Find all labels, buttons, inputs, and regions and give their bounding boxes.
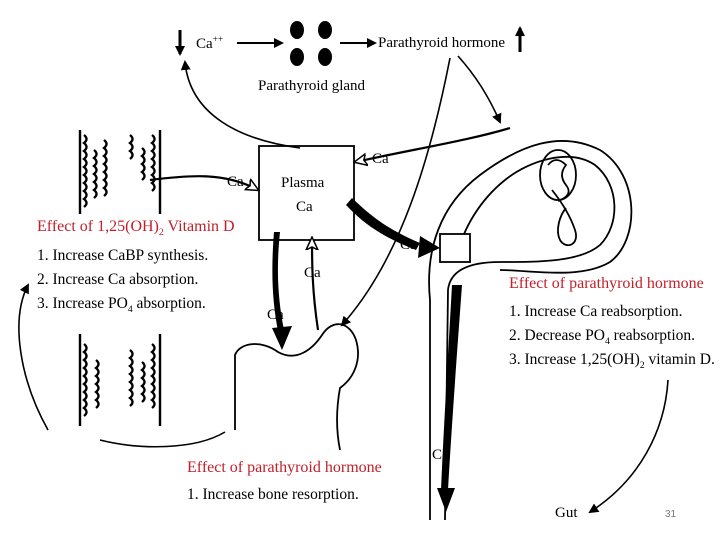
vitamin-d-item-1: 1. Increase CaBP synthesis. [37,247,209,264]
plasma-to-kidney-arrow [346,198,420,250]
intestine-villi-bottom [78,334,162,426]
bone-to-plasma-arrow [312,238,320,331]
ca-filtration-label: Ca [400,237,417,253]
intestine-villi-top [78,130,162,214]
vitamin-d-loop-arrow [18,283,49,431]
ca-bone-release-label: Ca [304,265,321,281]
kidney-pth-item-3: 3. Increase 1,25(OH)2 vitamin D. [509,351,715,372]
nephron-tubule-end [439,233,471,263]
bone-pth-title: Effect of parathyroid hormone [187,459,382,476]
bone-shape [234,323,359,451]
parathyroid-gland-icon [290,21,332,66]
plasma-box [258,145,355,241]
kidney-pth-title: Effect of parathyroid hormone [509,275,704,292]
ca-intestine-label: Ca [227,174,244,190]
bone-curve-arrow [99,431,226,448]
plasma-to-bone-arrowhead [272,326,292,350]
kidney-to-gut-arrow [441,285,462,490]
ca-bone-deposit-label: Ca [267,307,284,323]
intestine-to-plasma-arrow [149,175,258,190]
pth-label: Parathyroid hormone [378,35,506,51]
gut-arrow [588,379,669,514]
pth-to-bone-arrow [340,57,451,327]
kidney-pth-item-1: 1. Increase Ca reabsorption. [509,303,683,320]
plasma-to-ca-feedback-arrow [180,60,301,149]
ca-excretion-label: Ca [432,447,449,463]
kidney-pth-item-2: 2. Decrease PO4 reabsorption. [509,327,696,348]
gut-label: Gut [555,505,578,521]
kidney-to-gut-arrowhead [437,488,455,512]
kidney-to-plasma-arrow [355,126,511,162]
gland-label: Parathyroid gland [258,78,366,94]
nephron-shape [428,140,633,521]
ca-reabsorption-label: Ca [372,151,389,167]
pth-to-kidney-arrow [457,55,502,124]
ca-label: Ca++ [196,35,224,52]
bone-pth-item-1: 1. Increase bone resorption. [187,486,359,503]
plasma-ca-label: Ca [296,199,313,215]
plasma-to-kidney-arrowhead [418,236,440,258]
plasma-label: Plasma [281,175,325,191]
page-number: 31 [665,509,677,520]
vitamin-d-item-3: 3. Increase PO4 absorption. [37,295,206,316]
vitamin-d-item-2: 2. Increase Ca absorption. [37,271,199,288]
vitamin-d-title: Effect of 1,25(OH)2 Vitamin D [37,218,235,239]
plasma-to-bone-arrow [272,232,284,331]
